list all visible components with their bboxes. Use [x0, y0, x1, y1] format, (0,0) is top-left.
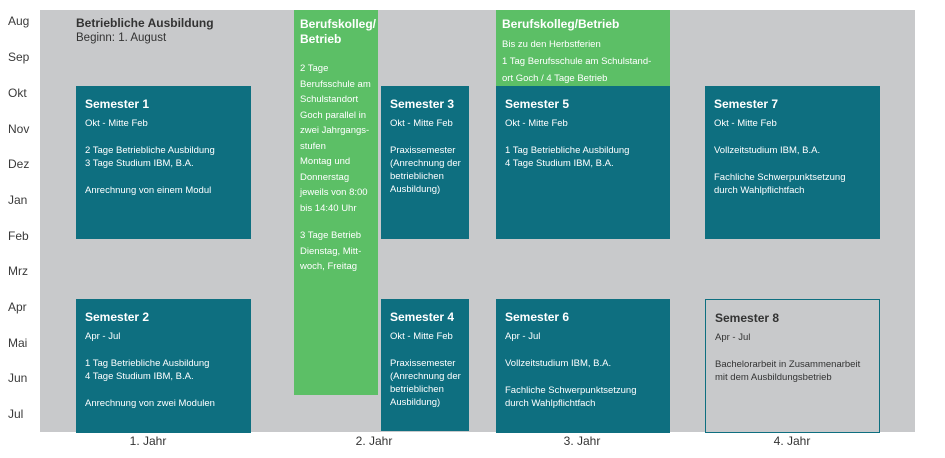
semester-text: 2 Tage Betriebliche Ausbildung 3 Tage St… — [85, 145, 215, 169]
month-label: Jul — [8, 407, 24, 421]
semester-text: Bachelorarbeit in Zusammenarbeit mit dem… — [715, 359, 861, 383]
semester-title: Semester 4 — [390, 310, 455, 324]
semester-text: Praxissemester (Anrechnung der betriebli… — [390, 358, 461, 408]
month-label: Sep — [8, 50, 30, 64]
semester-title: Semester 8 — [715, 311, 780, 325]
intro-label: Betriebliche Ausbildung Beginn: 1. Augus… — [76, 16, 214, 44]
month-label: Apr — [8, 300, 27, 314]
semester-1-card: Semester 1 Okt - Mitte Feb 2 Tage Betrie… — [76, 86, 251, 239]
month-label: Okt — [8, 86, 27, 100]
semester-period: Apr - Jul — [85, 331, 121, 342]
year-label: 1. Jahr — [129, 434, 167, 448]
month-label: Jan — [8, 193, 28, 207]
semester-6-card: Semester 6 Apr - Jul Vollzeitstudium IBM… — [496, 299, 670, 433]
year-label: 3. Jahr — [563, 434, 601, 448]
month-label: Jun — [8, 371, 28, 385]
semester-text: Vollzeitstudium IBM, B.A. — [505, 358, 612, 369]
semester-text: Anrechnung von einem Modul — [85, 185, 212, 196]
semester-text: Fachliche Schwerpunktsetzung durch Wahlp… — [714, 172, 846, 196]
month-label: Dez — [8, 157, 30, 171]
block-text: 3 Tage Betrieb Dienstag, Mitt- woch, Fre… — [300, 230, 362, 272]
semester-title: Semester 3 — [390, 97, 455, 111]
month-label: Aug — [8, 14, 30, 28]
semester-title: Semester 6 — [505, 310, 570, 324]
semester-5-card: Semester 5 Okt - Mitte Feb 1 Tag Betrieb… — [496, 86, 670, 239]
block-title: Berufskolleg/ Betrieb — [300, 17, 377, 46]
semester-3-card: Semester 3 Okt - Mitte Feb Praxissemeste… — [381, 86, 469, 239]
year-label: 2. Jahr — [355, 434, 393, 448]
semester-period: Okt - Mitte Feb — [390, 331, 453, 342]
semester-period: Okt - Mitte Feb — [85, 118, 148, 129]
semester-title: Semester 7 — [714, 97, 779, 111]
semester-4-card: Semester 4 Okt - Mitte Feb Praxissemeste… — [381, 299, 469, 431]
block-text: Bis zu den Herbstferien 1 Tag Berufsschu… — [502, 39, 652, 84]
semester-title: Semester 1 — [85, 97, 150, 111]
semester-text: 1 Tag Betriebliche Ausbildung 4 Tage Stu… — [85, 358, 210, 382]
block-title: Berufskolleg/Betrieb — [502, 17, 620, 31]
semester-7-card: Semester 7 Okt - Mitte Feb Vollzeitstudi… — [705, 86, 880, 239]
month-label: Feb — [8, 229, 29, 243]
month-label: Nov — [8, 122, 30, 136]
semester-period: Okt - Mitte Feb — [505, 118, 568, 129]
semester-period: Okt - Mitte Feb — [714, 118, 777, 129]
semester-period: Okt - Mitte Feb — [390, 118, 453, 129]
semester-text: Vollzeitstudium IBM, B.A. — [714, 145, 821, 156]
block-text: 2 Tage Berufsschule am Schulstandort Goc… — [300, 63, 371, 214]
semester-text: Praxissemester (Anrechnung der betriebli… — [390, 145, 461, 195]
berufskolleg-block-year2: Berufskolleg/ Betrieb 2 Tage Berufsschul… — [294, 10, 378, 395]
semester-text: 1 Tag Betriebliche Ausbildung 4 Tage Stu… — [505, 145, 630, 169]
semester-period: Apr - Jul — [505, 331, 541, 342]
year-label: 4. Jahr — [773, 434, 811, 448]
semester-8-card: Semester 8 Apr - Jul Bachelorarbeit in Z… — [705, 299, 880, 433]
month-label: Mrz — [8, 264, 28, 278]
semester-period: Apr - Jul — [715, 332, 751, 343]
semester-title: Semester 2 — [85, 310, 150, 324]
month-label: Mai — [8, 336, 28, 350]
intro-subtitle: Beginn: 1. August — [76, 32, 167, 44]
semester-2-card: Semester 2 Apr - Jul 1 Tag Betriebliche … — [76, 299, 251, 433]
intro-title: Betriebliche Ausbildung — [76, 16, 214, 30]
semester-text: Anrechnung von zwei Modulen — [85, 398, 215, 409]
semester-title: Semester 5 — [505, 97, 570, 111]
berufskolleg-block-year3: Berufskolleg/Betrieb Bis zu den Herbstfe… — [496, 10, 670, 86]
semester-text: Fachliche Schwerpunktsetzung durch Wahlp… — [505, 385, 637, 409]
